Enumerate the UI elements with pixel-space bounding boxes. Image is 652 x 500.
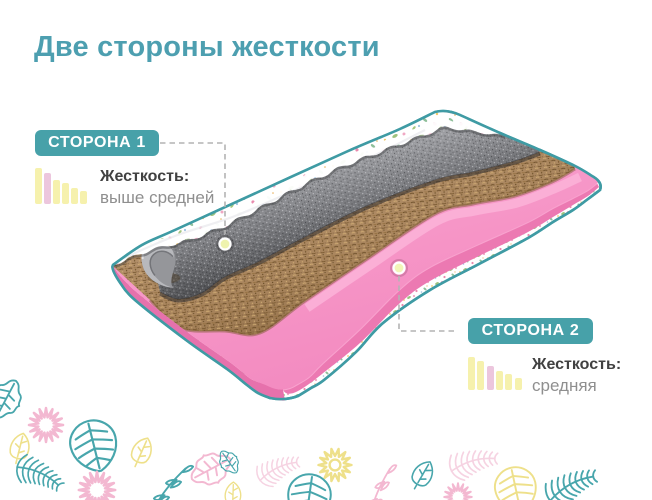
firmness-bar xyxy=(495,370,503,390)
side2-firmness-value: средняя xyxy=(532,376,597,396)
fabric-layer xyxy=(113,111,506,268)
firmness-bar xyxy=(62,183,69,204)
side1-firmness-bars xyxy=(35,168,89,204)
connector-side1 xyxy=(160,142,234,253)
firmness-bar xyxy=(44,173,51,204)
mattress-side-left-foam xyxy=(112,265,285,401)
firmness-bar xyxy=(505,374,513,390)
page-title: Две стороны жесткости xyxy=(34,31,380,63)
mattress xyxy=(111,109,602,401)
firmness-bar xyxy=(514,378,522,390)
side2-badge-label: СТОРОНА 2 xyxy=(481,322,580,339)
side2-firmness-bars xyxy=(468,357,524,390)
side1-firmness-label: Жесткость: выше средней xyxy=(100,167,214,209)
side2-badge: СТОРОНА 2 xyxy=(468,318,593,344)
connector-side2 xyxy=(390,259,455,332)
marker-side2 xyxy=(392,261,406,275)
firmness-bar xyxy=(486,365,494,390)
firmness-bar xyxy=(80,191,87,204)
firmness-bar xyxy=(35,168,42,204)
side2-firmness-label: Жесткость: средняя xyxy=(532,355,621,397)
firmness-bar xyxy=(53,179,60,204)
side1-firmness-key: Жесткость: xyxy=(100,168,190,185)
firmness-bar xyxy=(468,357,475,390)
felt-layer xyxy=(141,111,541,303)
leaf-doodles xyxy=(0,379,599,500)
mattress-side-right-foam xyxy=(283,183,599,394)
side1-badge: СТОРОНА 1 xyxy=(35,130,159,156)
side1-firmness-value: выше средней xyxy=(100,188,215,208)
side2-firmness-key: Жесткость: xyxy=(532,356,622,373)
felt-curl-group xyxy=(141,241,181,288)
side1-badge-label: СТОРОНА 1 xyxy=(48,134,146,151)
foam-bevel-highlight xyxy=(304,172,582,312)
firmness-bar xyxy=(71,188,78,204)
firmness-bar xyxy=(477,360,485,390)
marker-side1 xyxy=(218,237,232,251)
